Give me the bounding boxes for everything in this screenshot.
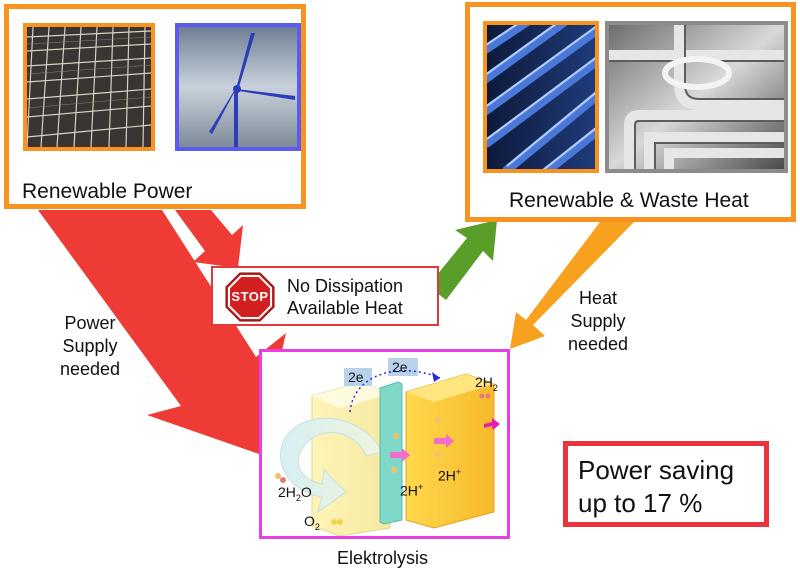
hydrogen-label: 2H2 xyxy=(475,374,498,393)
hydrogen-text: 2H xyxy=(475,374,493,390)
no-dissipation-line1: No Dissipation xyxy=(287,275,403,297)
oxygen-label: O2 xyxy=(304,513,320,532)
stop-sign-text: STOP xyxy=(225,289,275,304)
power-supply-line2: Supply xyxy=(60,335,120,358)
power-saving-line1: Power saving xyxy=(578,454,734,487)
proton-left-sup: + xyxy=(418,482,423,492)
heat-supply-line3: needed xyxy=(562,333,634,356)
solar-panel-photo xyxy=(23,23,155,151)
power-supply-label: Power Supply needed xyxy=(60,312,120,381)
power-supply-line3: needed xyxy=(60,358,120,381)
heat-pipes-photo xyxy=(605,21,788,173)
electrolysis-box: 2e 2e 2H2 2H2O O2 2H+ 2H+ xyxy=(259,349,510,539)
stop-sign-icon: STOP xyxy=(225,272,275,322)
proton-right-sup: + xyxy=(456,467,461,477)
renewable-heat-box: Renewable & Waste Heat xyxy=(465,2,796,222)
power-supply-line1: Power xyxy=(60,312,120,335)
no-dissipation-line2: Available Heat xyxy=(287,297,403,319)
solar-tube-photo xyxy=(483,21,599,173)
electrolysis-caption: Elektrolysis xyxy=(337,548,428,569)
power-saving-box: Power saving up to 17 % xyxy=(563,441,769,527)
wind-turbine-photo xyxy=(175,23,301,151)
proton-right-text: 2H xyxy=(438,468,456,484)
proton-label-left: 2H+ xyxy=(400,482,423,499)
hydrogen-subscript: 2 xyxy=(493,383,498,393)
heat-supply-label: Heat Supply needed xyxy=(562,287,634,356)
renewable-power-label: Renewable Power xyxy=(22,180,192,204)
proton-label-right: 2H+ xyxy=(438,467,461,484)
renewable-heat-label: Renewable & Waste Heat xyxy=(509,189,749,213)
no-dissipation-box: STOP No Dissipation Available Heat xyxy=(211,266,439,326)
electron-label-left: 2e xyxy=(348,369,364,385)
power-saving-line2: up to 17 % xyxy=(578,487,702,520)
renewable-power-box: Renewable Power xyxy=(4,4,306,209)
electrolyzer-illustration xyxy=(262,352,507,536)
proton-left-text: 2H xyxy=(400,483,418,499)
water-oxygen: O xyxy=(301,484,312,500)
water-label: 2H2O xyxy=(278,484,312,503)
oxygen-text: O xyxy=(304,513,315,529)
heat-supply-line2: Supply xyxy=(562,310,634,333)
water-text: 2H xyxy=(278,484,296,500)
heat-supply-line1: Heat xyxy=(562,287,634,310)
electron-label-right: 2e xyxy=(392,359,408,375)
oxygen-subscript: 2 xyxy=(315,522,320,532)
